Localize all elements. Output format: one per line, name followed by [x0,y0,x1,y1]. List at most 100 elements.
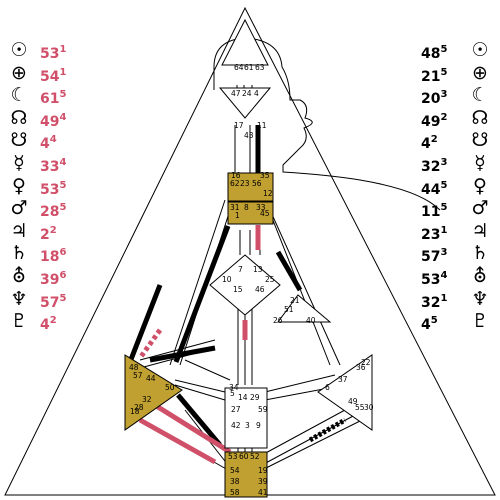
gate-label: 61 [244,63,254,72]
gate-label: 46 [255,285,265,294]
personality-row: ♀ 445 [415,176,500,198]
uranus-icon: ⛢ [12,265,26,287]
gate-label: 48 [129,363,139,372]
mercury-icon: ☿ [474,152,486,174]
gate-label: 39 [258,477,268,486]
personality-row: ⛢ 534 [415,266,500,288]
head-center [221,18,269,66]
spleen-center [124,354,183,431]
gate-label: 5 [230,389,235,398]
pluto-icon: ♇ [471,310,489,333]
design-row: ♄186 [2,243,92,265]
gate-label: 57 [133,371,143,380]
south-node-icon: ☋ [471,129,489,152]
personality-row: ♂ 115 [415,198,500,220]
personality-gate-value: 215 [421,66,448,85]
gate-label: 62 [230,179,240,188]
venus-icon: ♀ [12,174,26,197]
sacral-center [224,387,268,449]
solar-plexus-center [317,354,373,431]
personality-gate-value: 115 [421,202,448,221]
neptune-icon: ♆ [471,287,489,310]
design-gate-value: 285 [40,202,67,221]
earth-icon: ⊕ [11,61,27,84]
gate-label: 9 [256,421,261,430]
gate-label: 55 [355,403,365,412]
neptune-icon: ♆ [10,287,28,310]
personality-gate-value: 445 [421,179,448,198]
moon-icon: ☾ [471,84,489,107]
design-row: ⛢ 396 [2,266,92,288]
gate-label: 59 [258,405,268,414]
design-gate-value: 44 [40,134,57,153]
gate-label: 34 [229,383,239,392]
gate-label: 29 [250,393,260,402]
gate-label: 10 [222,275,232,284]
design-row: ⊕541 [2,63,92,85]
gate-label: 28 [134,403,144,412]
gate-label: 47 [231,89,241,98]
heart-center [277,294,332,323]
design-gate-value: 531 [40,44,67,62]
gate-label: 1 [235,211,240,220]
sun-icon: ☉ [10,39,28,61]
personality-row: ♇ 45 [415,311,500,333]
personality-row: ⊕215 [415,63,500,85]
gate-label: 50 [165,383,175,392]
personality-gate-value: 42 [421,134,438,153]
gate-label: 8 [244,203,249,212]
gate-label: 13 [253,265,263,274]
gate-label: 51 [284,305,294,314]
gate-label: 54 [230,466,240,475]
gate-label: 49 [348,397,358,406]
personality-row: ☾203 [415,85,500,107]
design-gate-value: 22 [40,224,57,243]
design-gate-value: 575 [40,292,67,311]
sun-icon: ☉ [471,39,489,61]
activated-channels [127,125,347,465]
gate-label: 7 [238,265,243,274]
gate-labels: 64 61 63 47 24 4 17 11 43 62 23 56 16 35… [129,63,374,497]
personality-row: ♃231 [415,221,500,243]
gate-label: 19 [258,466,268,475]
design-row: ☊494 [2,108,92,130]
personality-gate-value: 485 [421,44,448,62]
personality-row: ☋ 42 [415,130,500,152]
gate-label: 16 [231,171,241,180]
gate-label: 11 [257,121,267,130]
gate-label: 63 [255,63,265,72]
mercury-icon: ☿ [13,152,25,174]
design-row: ♇42 [2,311,92,333]
gate-label: 58 [230,488,240,497]
venus-icon: ♀ [473,174,487,197]
design-row: ♀535 [2,176,92,198]
mars-icon: ♂ [471,197,489,220]
pluto-icon: ♇ [10,310,28,333]
gate-label: 32 [142,395,152,404]
gate-label: 42 [231,421,241,430]
personality-gate-value: 534 [421,270,448,288]
gate-label: 6 [325,383,330,392]
gate-label: 12 [263,189,273,198]
gate-label: 14 [238,393,248,402]
uranus-icon: ⛢ [473,265,487,287]
gate-label: 53 [228,452,238,461]
jupiter-icon: ♃ [10,219,28,242]
north-node-icon: ☊ [10,106,28,129]
gate-label: 17 [234,121,244,130]
gate-label: 4 [254,89,259,98]
design-gate-value: 396 [40,270,67,288]
g-center [227,201,274,225]
moon-icon: ☾ [10,84,28,107]
design-gate-value: 334 [40,157,67,175]
gate-label: 30 [364,403,374,412]
personality-row: ♄573 [415,243,500,265]
personality-gate-value: 45 [421,315,438,334]
saturn-icon: ♄ [471,242,489,265]
saturn-icon: ♄ [10,242,28,265]
gate-label: 33 [256,203,266,212]
gate-label: 64 [234,63,244,72]
gate-label: 52 [250,452,260,461]
gate-label: 43 [244,131,254,140]
